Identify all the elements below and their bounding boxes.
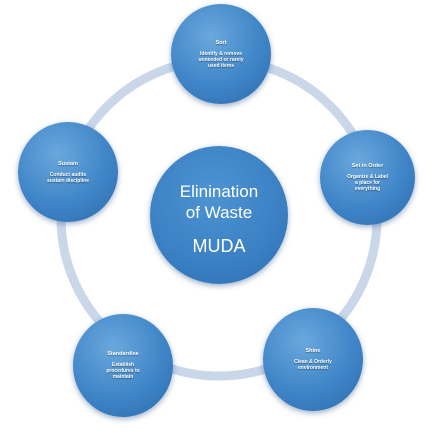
- center-title-line2: of Waste: [185, 203, 253, 222]
- node-sort-text-1: Identify & remove: [200, 50, 242, 57]
- node-sustain-heading: Sustain: [58, 160, 78, 167]
- node-standardise-text-1: Establish: [111, 362, 135, 368]
- node-standardise: Standardise Establish procedures to main…: [73, 314, 173, 417]
- node-shine: Shine Clean & Orderly environment: [263, 308, 363, 411]
- node-shine-text-2: environment: [297, 365, 328, 371]
- node-standardise-heading: Standardise: [107, 351, 139, 357]
- node-standardise-text-3: maintain: [112, 374, 134, 380]
- node-sustain: Sustain Conduct audits sustain disciplin…: [18, 122, 118, 222]
- node-shine-heading: Shine: [305, 348, 321, 354]
- center-title-line3: MUDA: [192, 236, 246, 256]
- node-sort: Sort Identify & remove unneeded or rarel…: [171, 4, 271, 104]
- node-shine-text-1: Clean & Orderly: [294, 359, 332, 365]
- node-standardise-text-2: procedures to: [106, 368, 140, 374]
- node-set-in-order-text-1: Organize & Label: [347, 174, 388, 180]
- node-set-in-order-heading: Set in Order: [351, 163, 384, 169]
- node-sustain-text-2: sustain discipline: [47, 177, 89, 184]
- node-set-in-order-text-2: a place for: [354, 180, 380, 186]
- node-sort-text-2: unneeded or rarely: [198, 56, 244, 63]
- center-circle: Elinination of Waste MUDA: [150, 146, 288, 284]
- node-sustain-text-1: Conduct audits: [49, 171, 87, 178]
- node-sort-heading: Sort: [215, 39, 227, 46]
- node-sort-text-3: used items: [207, 62, 235, 69]
- node-set-in-order-text-3: everything: [354, 186, 381, 192]
- node-set-in-order: Set in Order Organize & Label a place fo…: [320, 130, 415, 225]
- center-title-line1: Elinination: [179, 182, 259, 201]
